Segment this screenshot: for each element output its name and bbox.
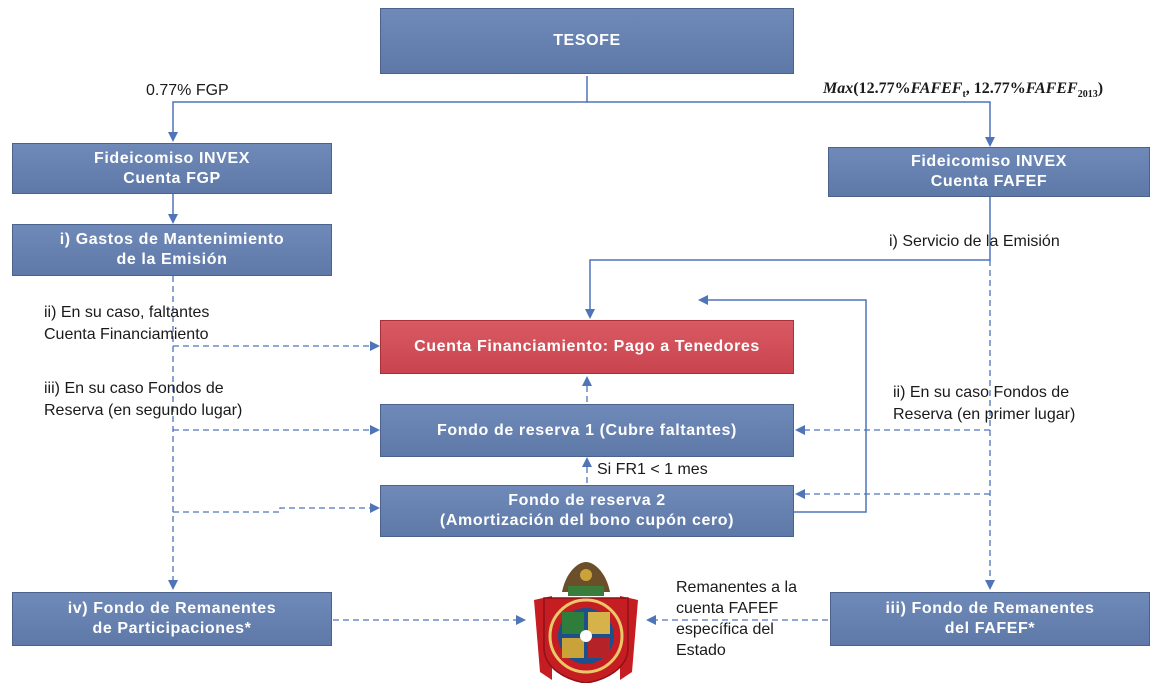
cuenta-financiamiento-label: Cuenta Financiamiento: Pago a Tenedores — [414, 338, 760, 355]
fondo-reserva-1-box: Fondo de reserva 1 (Cubre faltantes) — [380, 404, 794, 457]
fgp-percentage-text: 0.77% FGP — [146, 82, 229, 99]
faltantes-line1: ii) En su caso, faltantes — [44, 304, 210, 321]
gastos-mantenimiento-box: i) Gastos de Mantenimiento de la Emisión — [12, 224, 332, 276]
fondos-primer-line1: ii) En su caso Fondos de — [893, 384, 1070, 401]
fondo-remanentes-fafef-line2: del FAFEF* — [944, 620, 1036, 637]
fondo-reserva-2-line1: Fondo de reserva 2 — [508, 492, 666, 509]
cuenta-financiamiento-box: Cuenta Financiamiento: Pago a Tenedores — [380, 320, 794, 374]
fondo-remanentes-fafef-line1: iii) Fondo de Remanentes — [885, 600, 1095, 617]
fondo-remanentes-fafef-box: iii) Fondo de Remanentes del FAFEF* — [830, 592, 1150, 646]
faltantes-label: ii) En su caso, faltantes Cuenta Financi… — [44, 302, 209, 346]
faltantes-line2: Cuenta Financiamiento — [44, 326, 209, 343]
fgp-percentage-label: 0.77% FGP — [146, 80, 229, 102]
fideicomiso-fafef-line2: Cuenta FAFEF — [930, 173, 1048, 190]
fondo-reserva-2-line2: (Amortización del bono cupón cero) — [439, 512, 735, 529]
servicio-emision-text: i) Servicio de la Emisión — [889, 233, 1060, 250]
fideicomiso-fgp-box: Fideicomiso INVEX Cuenta FGP — [12, 143, 332, 194]
formula-sub2: 2013 — [1077, 89, 1098, 101]
dashed-connectors — [168, 260, 995, 625]
formula-suffix: ) — [1097, 80, 1104, 97]
fondos-primer-lugar-label: ii) En su caso Fondos de Reserva (en pri… — [893, 382, 1075, 426]
servicio-emision-label: i) Servicio de la Emisión — [889, 231, 1060, 253]
fideicomiso-fgp-line2: Cuenta FGP — [123, 169, 221, 187]
fondo-remanentes-part-line2: de Participaciones* — [92, 620, 252, 637]
fondos-segundo-line1: iii) En su caso Fondos de — [44, 380, 224, 397]
formula-part1: (12.77% — [853, 80, 911, 97]
tesofe-label: TESOFE — [553, 32, 621, 49]
remanentes-line4: Estado — [676, 642, 726, 659]
remanentes-line1: Remanentes a la — [676, 579, 797, 596]
remanentes-label: Remanentes a la cuenta FAFEF específica … — [676, 577, 797, 661]
fideicomiso-fafef-line1: Fideicomiso INVEX — [910, 153, 1067, 170]
fondos-primer-line2: Reserva (en primer lugar) — [893, 406, 1076, 423]
gastos-line1: i) Gastos de Mantenimiento — [59, 231, 285, 248]
fondo-remanentes-part-line1: iv) Fondo de Remanentes — [67, 600, 277, 617]
fafef-formula-label: Max(12.77%FAFEFt, 12.77%FAFEF2013) — [823, 78, 1103, 106]
remanentes-line2: cuenta FAFEF — [676, 600, 779, 617]
formula-sep: , 12.77% — [965, 80, 1026, 97]
fideicomiso-fafef-box: Fideicomiso INVEX Cuenta FAFEF — [828, 147, 1150, 197]
si-fr1-text: Si FR1 < 1 mes — [597, 461, 708, 478]
gastos-line2: de la Emisión — [116, 251, 228, 268]
remanentes-line3: específica del — [676, 621, 774, 638]
formula-prefix: Max — [823, 80, 854, 97]
fondo-reserva-1-label: Fondo de reserva 1 (Cubre faltantes) — [437, 421, 737, 439]
fondos-segundo-lugar-label: iii) En su caso Fondos de Reserva (en se… — [44, 378, 242, 422]
si-fr1-label: Si FR1 < 1 mes — [597, 459, 708, 481]
solid-connectors — [168, 76, 995, 513]
formula-sub1: t — [962, 89, 966, 101]
fondo-remanentes-participaciones-box: iv) Fondo de Remanentes de Participacion… — [12, 592, 332, 646]
fideicomiso-fgp-line1: Fideicomiso INVEX — [93, 149, 250, 167]
tesofe-box: TESOFE — [380, 8, 794, 74]
fondos-segundo-line2: Reserva (en segundo lugar) — [44, 402, 243, 419]
formula-var1: FAFEF — [910, 80, 963, 97]
oaxaca-state-seal-icon — [530, 558, 640, 683]
fondo-reserva-2-box: Fondo de reserva 2 (Amortización del bon… — [380, 485, 794, 537]
formula-var2: FAFEF — [1025, 80, 1078, 97]
